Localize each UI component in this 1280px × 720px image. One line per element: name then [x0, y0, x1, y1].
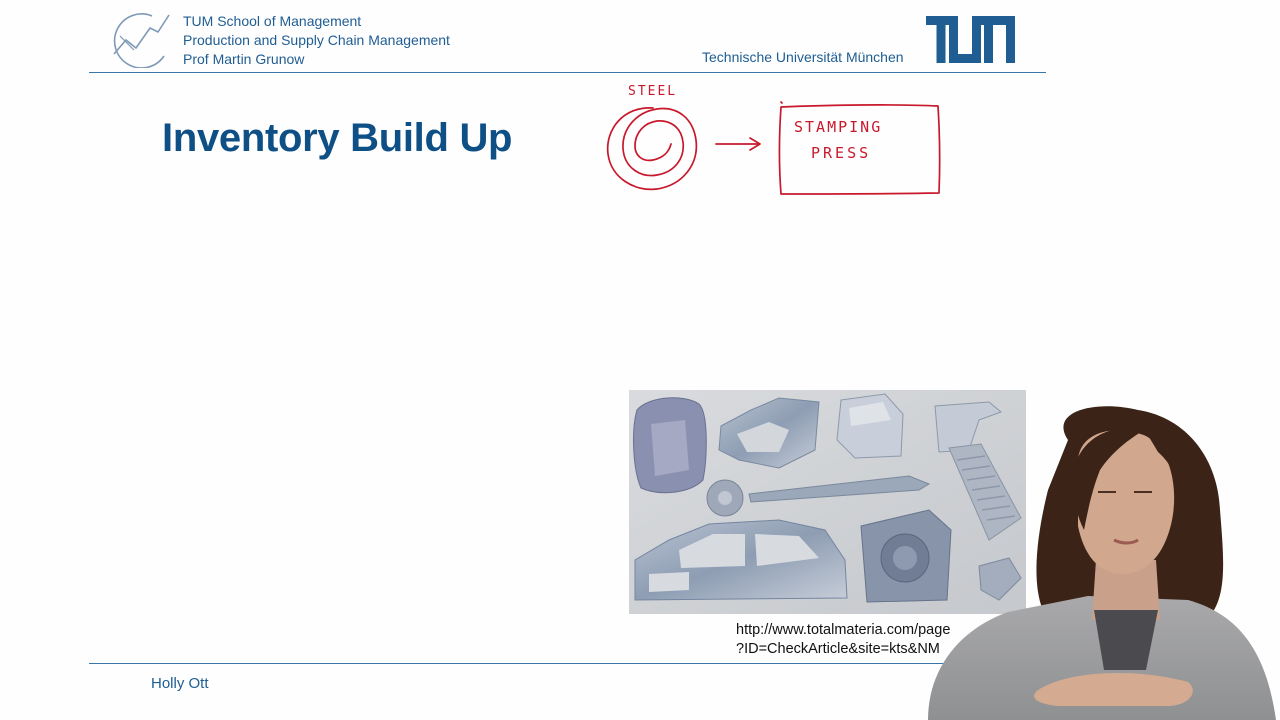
image-source-line2: ?ID=CheckArticle&site=kts&NM: [736, 641, 940, 657]
slide-title: Inventory Build Up: [162, 116, 513, 160]
lecturer-name: Holly Ott: [151, 675, 209, 692]
handwritten-sketch: STEEL STAMPING PRESS: [606, 84, 941, 195]
image-source-line1: http://www.totalmateria.com/page: [736, 622, 951, 638]
coil-label: STEEL: [628, 84, 677, 99]
presenter-video-overlay: [928, 406, 1276, 720]
header-line-school: TUM School of Management: [183, 13, 362, 29]
press-label-line1: STAMPING: [794, 118, 882, 136]
university-name: Technische Universität München: [702, 49, 904, 65]
footer-divider: [89, 663, 1046, 664]
header-divider: [89, 72, 1046, 73]
chart-line-icon: [113, 13, 170, 68]
tum-logo-icon: [926, 16, 1015, 63]
header-line-professor: Prof Martin Grunow: [183, 51, 305, 67]
header-school-info: TUM School of Management Production and …: [183, 12, 450, 69]
press-label-line2: PRESS: [811, 144, 871, 162]
image-source-citation: http://www.totalmateria.com/page ?ID=Che…: [736, 621, 950, 659]
header-line-chair: Production and Supply Chain Management: [183, 32, 450, 48]
car-parts-image: [629, 390, 1026, 614]
